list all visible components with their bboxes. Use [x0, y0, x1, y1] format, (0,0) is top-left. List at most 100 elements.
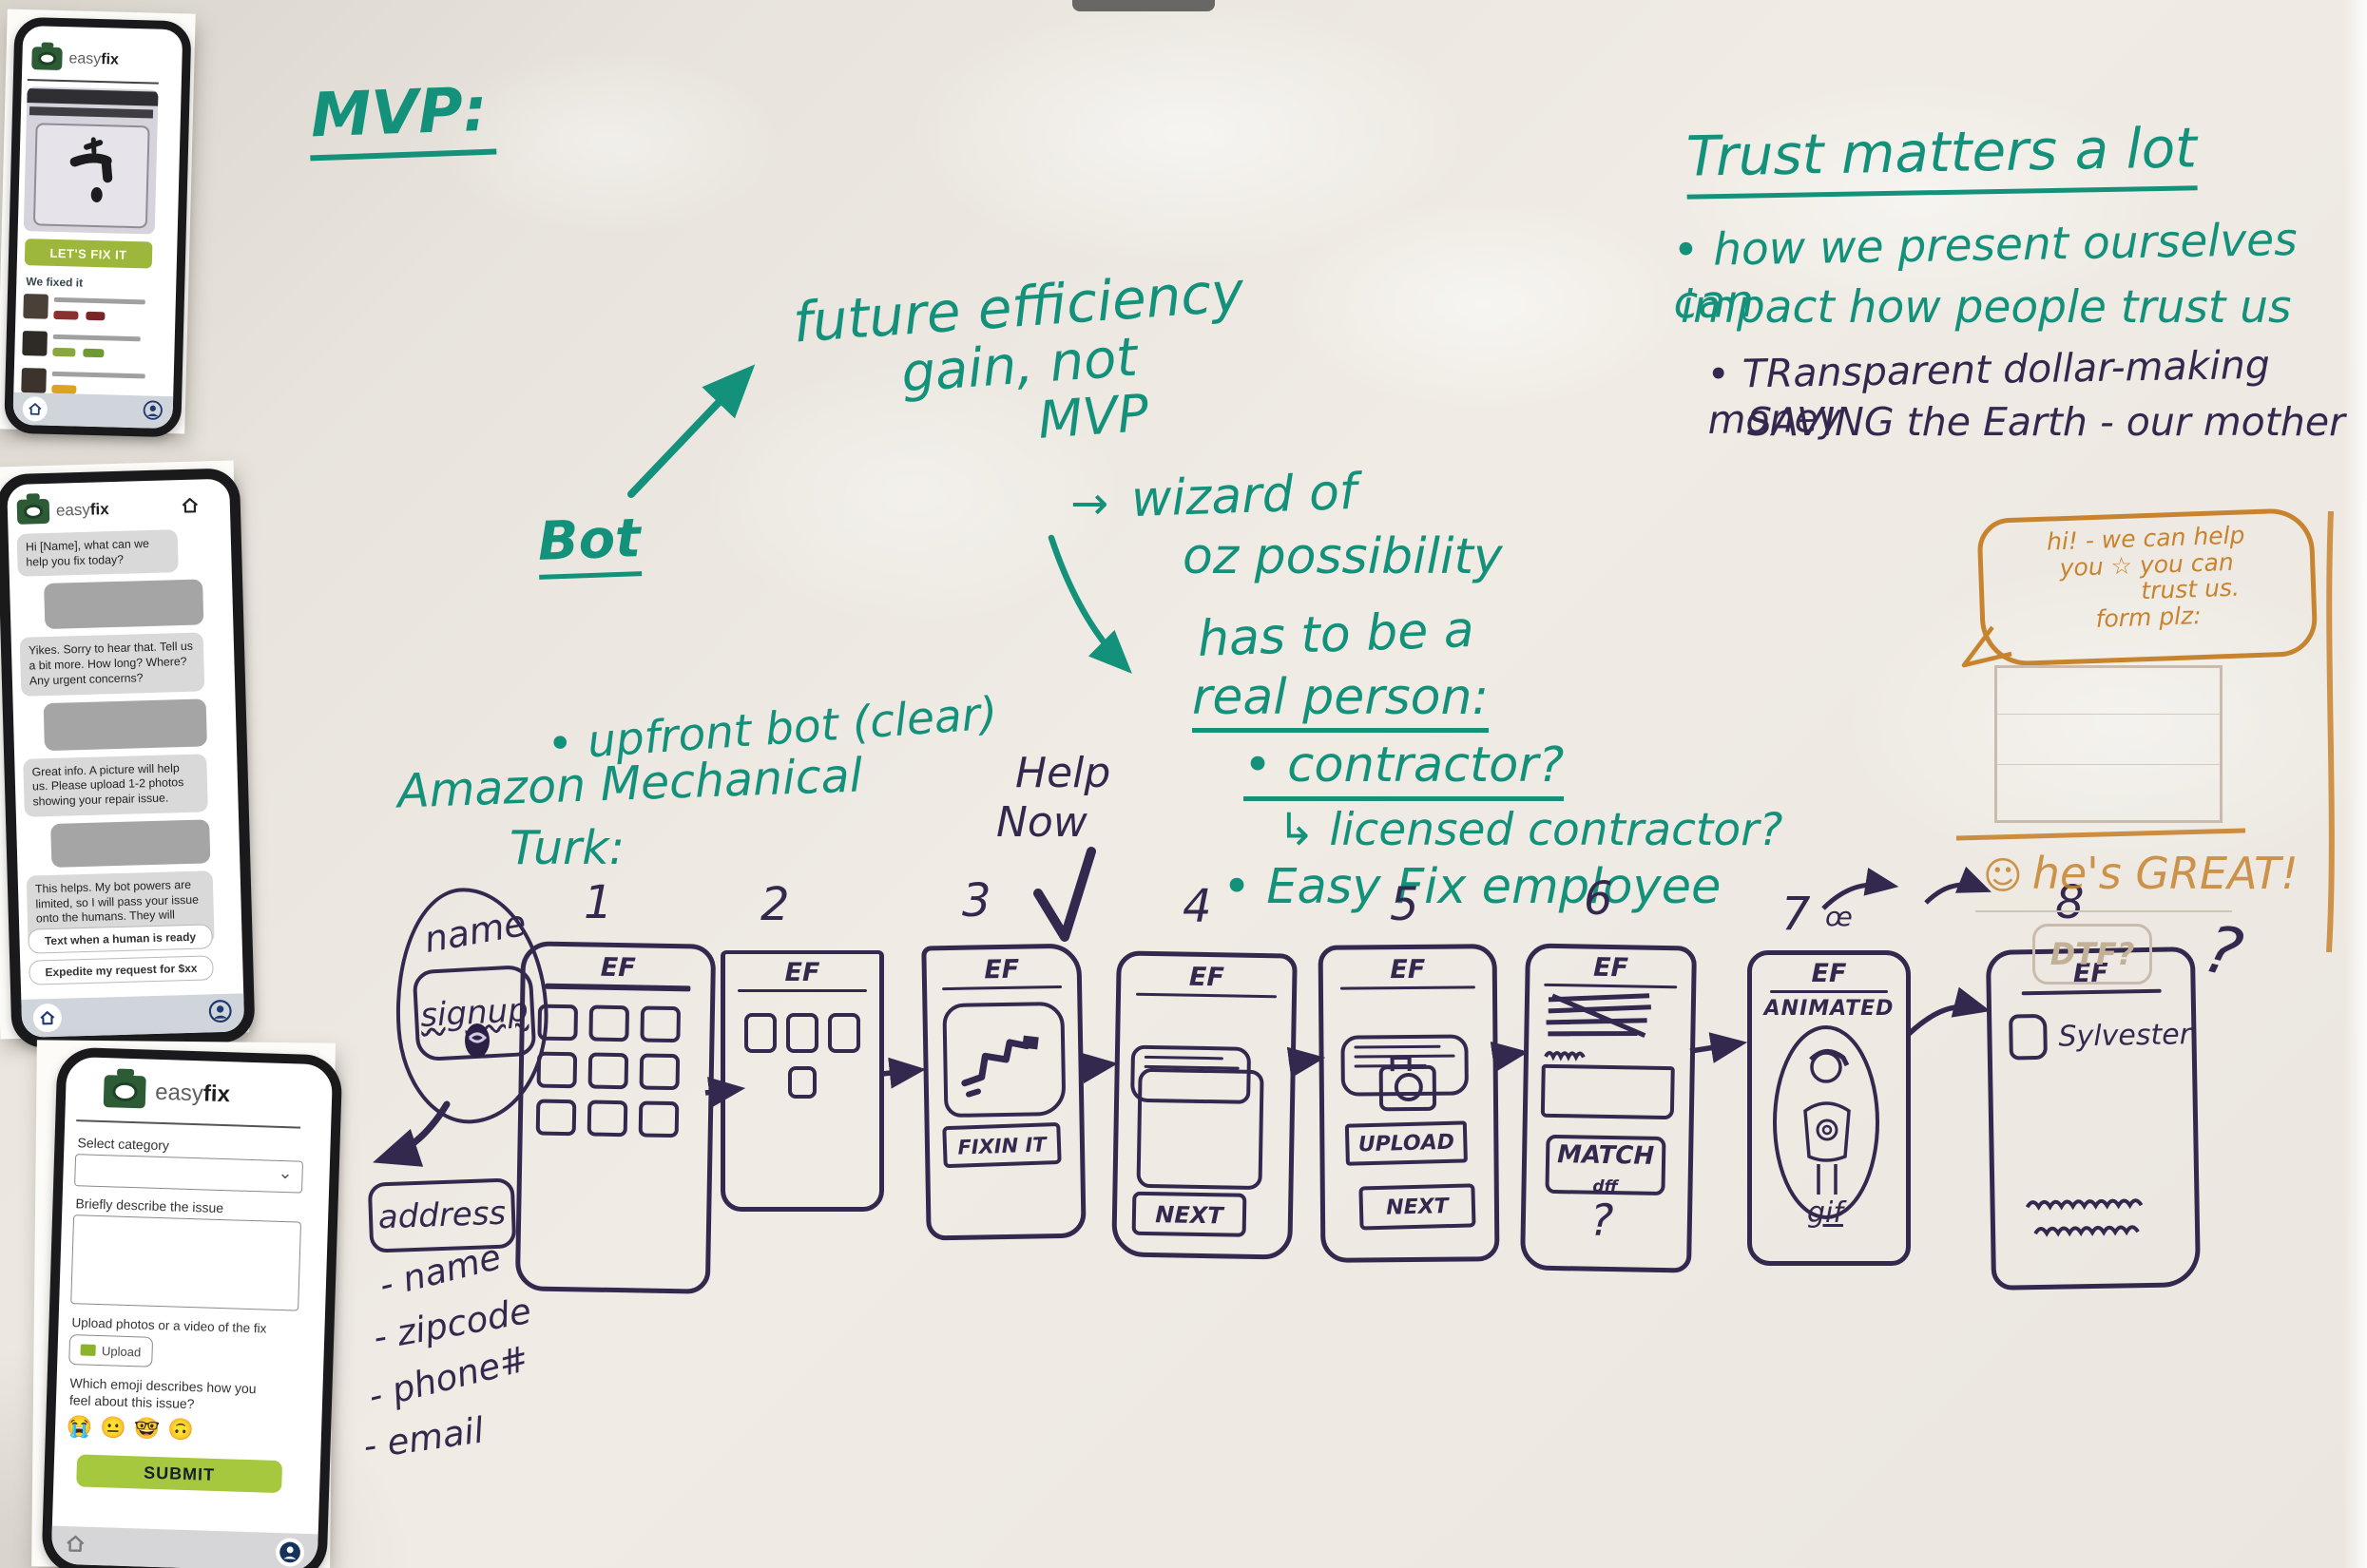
- orange-vertical-line: [2326, 510, 2335, 953]
- smiley-icon: ☺: [1983, 854, 2023, 898]
- contractor-bullet: • contractor?: [1243, 737, 1565, 801]
- select-category-label: Select category: [77, 1135, 170, 1154]
- licensed-contractor-bullet: ↳ licensed contractor?: [1278, 804, 1783, 856]
- profile-icon: [207, 998, 233, 1028]
- hero-image: [23, 86, 159, 235]
- next-button: NEXT: [1358, 1183, 1476, 1231]
- match-question: ?: [1589, 1194, 1614, 1247]
- hero-bar-2: [29, 106, 153, 119]
- profile-icon: [142, 399, 164, 426]
- hes-great-note: ☺he's GREAT!: [1983, 848, 2299, 899]
- easyfix-logo-icon: [103, 1075, 146, 1109]
- user-message-redacted: [44, 579, 204, 630]
- bot-message: Hi [Name], what can we help you fix toda…: [16, 529, 180, 578]
- emoji-neutral: 😐: [100, 1415, 135, 1441]
- wizard-line2: oz possibility: [1183, 528, 1503, 585]
- ef-header: EF: [984, 954, 1020, 985]
- flow-screen-4: EF NEXT: [1111, 950, 1298, 1260]
- profile-icon: [275, 1537, 305, 1567]
- board-right-edge: [2344, 0, 2367, 1568]
- header-divider: [76, 1119, 301, 1129]
- list-item: [22, 331, 152, 364]
- bot-heading: Bot: [536, 507, 643, 580]
- phone-mockup-chat: easyfix Hi [Name], what can we help you …: [0, 468, 256, 1049]
- home-header: easyfix: [31, 47, 156, 72]
- contractor-name: Sylvester: [2058, 1017, 2192, 1054]
- form-header: easyfix: [103, 1075, 231, 1111]
- form-navbar: [50, 1525, 318, 1568]
- brand-fix: fix: [89, 500, 109, 519]
- list-thumb: [22, 331, 48, 356]
- arrow-screen-2-3: [881, 1057, 927, 1089]
- home-icon: [181, 495, 201, 520]
- arrow-screen-6-7: [1689, 1032, 1748, 1063]
- ef-header: EF: [1811, 959, 1847, 988]
- arrow-screen-7-8: [1907, 986, 1992, 1037]
- flow-screen-3: EF FIXIN IT: [921, 943, 1087, 1241]
- category-single: [725, 1066, 879, 1103]
- real-person-line2: real person:: [1192, 669, 1489, 733]
- screen-number-4: 4: [1183, 880, 1212, 933]
- easyfix-employee-bullet: • Easy Fix employee: [1222, 859, 1722, 915]
- mvp-heading: MVP:: [307, 74, 497, 162]
- future-efficiency-note: future efficiency gain, not MVP: [791, 259, 1253, 466]
- pencil-underline: [1975, 910, 2232, 912]
- list-item: [23, 294, 153, 327]
- emoji-nerd: 🤓: [133, 1416, 168, 1442]
- arrow-to-real-person: [1048, 534, 1132, 674]
- screen-number-5: 5: [1390, 878, 1419, 931]
- doodle-icon: [465, 1023, 490, 1058]
- ef-header: EF: [600, 952, 636, 984]
- help-now-line1: Help: [1015, 749, 1111, 797]
- arrow-bot-to-future: [627, 364, 756, 498]
- screen-number-3: 3: [962, 874, 991, 927]
- ef-header: EF: [1592, 952, 1629, 984]
- flow-screen-6: EF MATCH dff ?: [1520, 943, 1697, 1273]
- flow-screen-5: EF UPLOAD NEXT: [1318, 944, 1500, 1263]
- flow-screen-7: EF ANIMATED gif: [1747, 950, 1911, 1266]
- user-message-redacted: [43, 698, 207, 751]
- dtf-box: DTF?: [2032, 924, 2152, 985]
- photo-placeholder: [1136, 1067, 1264, 1191]
- chat-header: easyfix: [16, 494, 201, 525]
- address-label: address: [377, 1194, 507, 1237]
- arrow-screen-3-4: [1079, 1052, 1119, 1084]
- detail-squiggles: [2025, 1198, 2144, 1237]
- real-person-line1: has to be a: [1197, 601, 1475, 669]
- easyfix-logo-icon: [16, 498, 50, 525]
- brand-easy: easy: [55, 500, 91, 520]
- user-message-redacted: [50, 819, 211, 868]
- category-select: ⌄: [74, 1154, 304, 1194]
- orange-speech-bubble: hi! - we can help you ☆ you can trust us…: [1976, 507, 2319, 668]
- brand-fix: fix: [202, 1080, 231, 1108]
- upload-case-icon: [80, 1344, 97, 1356]
- person-gif-sketch: [1773, 1025, 1879, 1219]
- flow-screen-8: EF Sylvester: [1985, 947, 2202, 1291]
- describe-label: Briefly describe the issue: [75, 1195, 224, 1216]
- easyfix-logo-icon: [31, 47, 63, 71]
- camera-icon: [1378, 1055, 1437, 1112]
- brand-easy: easy: [68, 50, 102, 68]
- lets-fix-it-button: LET'S FIX IT: [24, 239, 153, 269]
- bot-message: Great info. A picture will help us. Plea…: [23, 754, 208, 817]
- future-line3: MVP: [1036, 383, 1151, 450]
- screen-number-1: 1: [584, 876, 613, 929]
- animated-caption: ANIMATED: [1763, 997, 1895, 1021]
- next-button: NEXT: [1131, 1191, 1247, 1237]
- dtf-label: DTF?: [2049, 936, 2135, 972]
- printout-sheet-chat: easyfix Hi [Name], what can we help you …: [0, 460, 256, 1049]
- trust-bullet1-line2: impact how people trust us: [1681, 281, 2292, 334]
- upload-button-label: Upload: [101, 1343, 142, 1359]
- phone-mockup-home: easyfix LET'S FIX IT We fixed it: [4, 16, 192, 438]
- home-icon: [22, 396, 48, 422]
- header-divider: [27, 79, 159, 85]
- arrow-screen-5-6: [1490, 1041, 1530, 1073]
- flow-end-question: ?: [2196, 908, 2250, 994]
- orange-horizontal-line: [1955, 828, 2246, 841]
- emoji-crying: 😭: [66, 1414, 101, 1440]
- emoji-options: 😭😐🤓🙃: [67, 1414, 202, 1443]
- bubble-line4: form plz:: [2095, 601, 2203, 633]
- category-row: [725, 992, 879, 1053]
- flow-screen-2: EF: [721, 950, 884, 1212]
